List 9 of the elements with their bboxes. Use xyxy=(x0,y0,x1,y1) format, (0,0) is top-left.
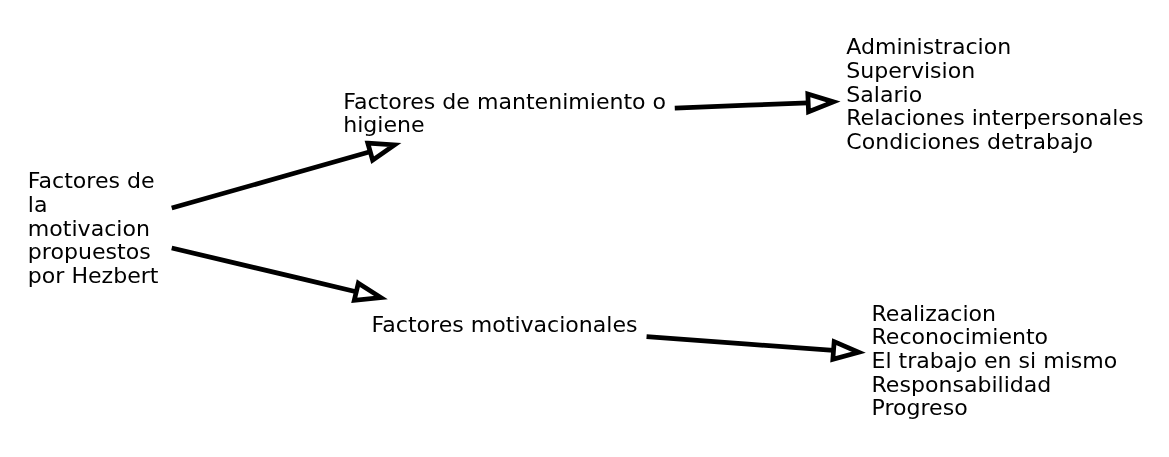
node-text: Factores de la motivacion propuestos por Hezbert xyxy=(27,167,159,288)
arrow xyxy=(171,140,402,210)
arrow xyxy=(646,333,866,362)
node-text: Realizacion Reconocimiento El trabajo en si mismo Responsabilidad Progreso xyxy=(871,300,1118,420)
node-text: Factores motivacionales xyxy=(371,311,638,337)
node-text: Factores de mantenimiento o higiene xyxy=(343,88,667,137)
arrow xyxy=(171,245,388,303)
node-text: Administracion Supervision Salario Relaciones interpersonales Condiciones detrabajo xyxy=(846,33,1144,154)
arrow xyxy=(674,90,841,115)
